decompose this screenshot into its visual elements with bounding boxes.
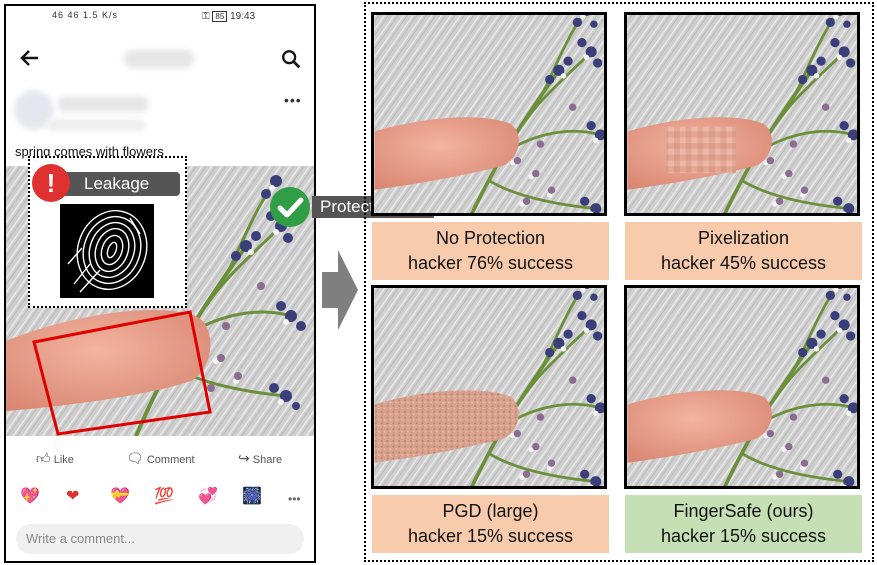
post-actions: 👍︎ Like 🗨︎ Comment ↪ Share xyxy=(6,438,314,478)
app-bar xyxy=(6,36,314,80)
attack-success: hacker 15% success xyxy=(660,526,827,546)
result-label-pgd: PGD (large) hacker 15% success xyxy=(372,495,609,553)
result-image-pgd xyxy=(371,285,607,489)
more-options-icon[interactable]: ••• xyxy=(284,92,302,108)
thumbs-up-icon: 👍︎ xyxy=(36,450,51,466)
fingerprint-detection-box xyxy=(32,310,212,436)
emoji-reaction[interactable]: 💯 xyxy=(154,488,174,505)
back-arrow-icon[interactable] xyxy=(18,46,42,70)
attack-success: hacker 15% success xyxy=(407,526,574,546)
share-button[interactable]: ↪ Share xyxy=(238,450,282,467)
emoji-reaction[interactable]: 💞 xyxy=(198,488,218,505)
signal-indicators: 46 46 1.5 K/s xyxy=(52,10,119,20)
attack-success: hacker 76% success xyxy=(407,253,574,273)
key-icon: ⚿ xyxy=(202,11,210,22)
comment-input[interactable]: Write a comment... xyxy=(16,524,304,554)
emoji-reaction-row: 💖 ❤ 💝 💯 💞 🎆 ••• xyxy=(6,484,314,520)
comment-label: Comment xyxy=(146,454,195,466)
status-bar: 46 46 1.5 K/s ⚿ 85 19:43 xyxy=(6,6,314,28)
result-label-pixelization: Pixelization hacker 45% success xyxy=(625,222,862,280)
attack-success: hacker 45% success xyxy=(660,253,827,273)
result-image-fingersafe xyxy=(624,285,860,489)
emoji-reaction[interactable]: 🎆 xyxy=(242,488,262,505)
method-name: PGD (large) xyxy=(442,501,539,521)
like-label: Like xyxy=(53,454,74,466)
post-caption: spring comes with flowers xyxy=(15,144,164,159)
result-label-no-protection: No Protection hacker 76% success xyxy=(372,222,609,280)
method-name: No Protection xyxy=(435,228,546,248)
like-button[interactable]: 👍︎ Like xyxy=(36,450,74,467)
share-icon: ↪ xyxy=(238,450,250,466)
comment-icon: 🗨︎ xyxy=(126,450,144,466)
battery-level: 85 xyxy=(212,11,228,22)
checkmark-icon xyxy=(270,187,310,227)
blurred-page-title xyxy=(124,50,194,68)
search-icon[interactable] xyxy=(280,48,302,70)
fingerprint-image xyxy=(60,204,154,298)
status-right-group: ⚿ 85 19:43 xyxy=(202,11,255,22)
emoji-reaction[interactable]: ❤ xyxy=(66,488,80,505)
method-name: Pixelization xyxy=(697,228,790,248)
result-image-no-protection xyxy=(371,12,607,216)
exclamation-icon: ! xyxy=(32,164,70,202)
result-label-fingersafe: FingerSafe (ours) hacker 15% success xyxy=(625,495,862,553)
comment-button[interactable]: 🗨︎ Comment xyxy=(126,450,195,467)
blurred-username xyxy=(58,96,148,112)
right-arrow-icon xyxy=(322,250,358,330)
method-name: FingerSafe (ours) xyxy=(673,501,814,521)
emoji-reaction[interactable]: 💝 xyxy=(110,488,130,505)
clock: 19:43 xyxy=(230,11,256,22)
share-label: Share xyxy=(252,454,283,466)
more-emoji-icon[interactable]: ••• xyxy=(288,492,301,506)
emoji-reaction[interactable]: 💖 xyxy=(20,488,40,505)
blurred-post-meta xyxy=(46,119,146,131)
result-image-pixelization xyxy=(624,12,860,216)
results-panel xyxy=(364,2,874,562)
